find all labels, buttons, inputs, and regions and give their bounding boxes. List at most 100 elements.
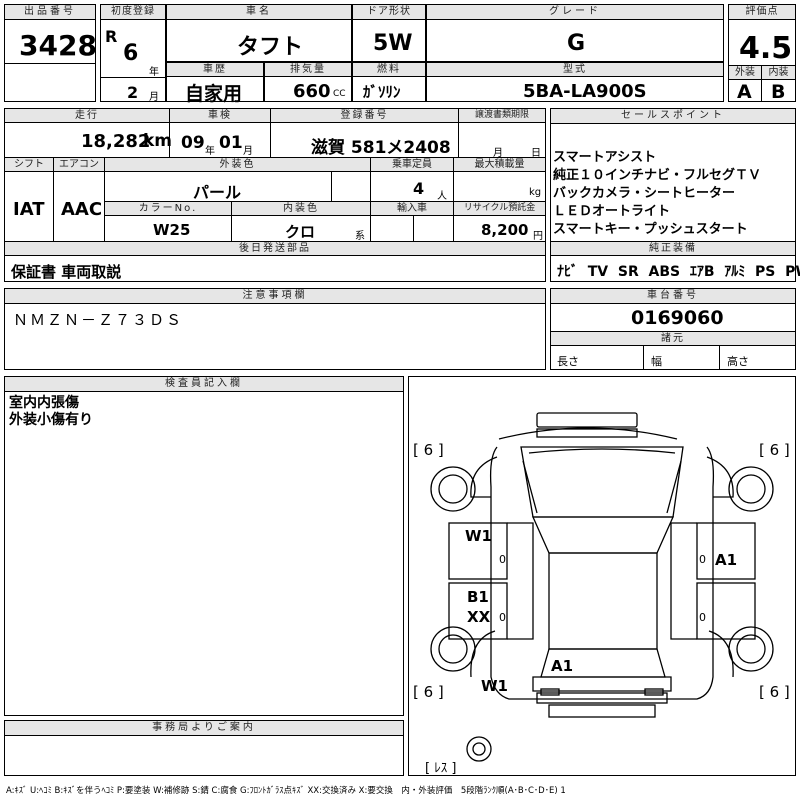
office-label: 事務局よりご案内 — [5, 721, 403, 736]
inspection-year-unit: 年 — [205, 146, 215, 157]
ext-color-label: 外装色 — [104, 157, 371, 172]
spec-label: 諸元 — [550, 331, 796, 346]
score: 4.5 — [739, 31, 793, 66]
displacement-label: 排気量 — [264, 62, 352, 77]
notes-box: 注意事項欄 ＮＭＺＮ－Ｚ７３ＤＳ — [4, 288, 546, 370]
notes-label: 注意事項欄 — [5, 289, 545, 304]
history-box: 車歴 自家用 — [166, 62, 264, 105]
shift-label: シフト — [4, 157, 54, 172]
int-color-unit: 系 — [355, 231, 365, 242]
tyre-front-left: [ 6 ] — [413, 441, 444, 459]
later-parts-label: 後日発送部品 — [4, 241, 546, 256]
width-label: 幅 — [651, 355, 662, 368]
car-name-box: 車名 タフト — [166, 4, 352, 62]
mileage-unit: km — [143, 131, 173, 151]
door-zero: 0 — [499, 611, 506, 624]
spare-tyre: [ ﾚｽ ] — [425, 761, 457, 776]
fuel-box: 燃料 ｶﾞｿﾘﾝ — [352, 62, 426, 102]
inspector-notes: 室内内張傷 外装小傷有り — [9, 395, 93, 429]
damage-mark-w1-rear: W1 — [481, 677, 508, 695]
car-diagram — [430, 412, 774, 762]
height-label: 高さ — [727, 355, 749, 368]
equipment-list: ﾅﾋﾞ TV SR ABS ｴｱB ｱﾙﾐ PS PW — [557, 261, 800, 281]
color-no: W25 — [153, 221, 191, 239]
fuel: ｶﾞｿﾘﾝ — [363, 83, 401, 101]
equipment-item: ﾅﾋﾞ — [557, 264, 578, 280]
capacity-label: 乗車定員 — [370, 157, 454, 172]
equipment-item: ABS — [648, 264, 681, 280]
max-load-label: 最大積載量 — [453, 157, 546, 172]
first-reg-month: 2 — [127, 83, 139, 102]
lot-label: 出品番号 — [5, 5, 95, 20]
tyre-rear-right: [ 6 ] — [759, 683, 790, 701]
lot-box: 出品番号 3428 — [4, 4, 97, 102]
air-conditioner: AAC — [61, 199, 103, 220]
inspector-line: 外装小傷有り — [9, 412, 93, 428]
chassis-box: 車台番号 0169060 諸元 長さ 幅 高さ — [550, 288, 796, 370]
inspector-label: 検査員記入欄 — [5, 377, 403, 392]
first-reg-box: 初度登録 R 6 年 2 月 — [100, 4, 166, 103]
grade: G — [567, 31, 586, 56]
sales-point-line: バックカメラ・シートヒーター — [553, 186, 736, 201]
office-box: 事務局よりご案内 — [4, 720, 404, 776]
inspection-label: 車検 — [169, 108, 271, 123]
grade-box: グレード G — [426, 4, 724, 62]
equipment-label: 純正装備 — [550, 241, 796, 256]
fuel-label: 燃料 — [352, 62, 426, 77]
equipment-item: ｴｱB — [689, 264, 715, 280]
history: 自家用 — [185, 83, 243, 105]
history-label: 車歴 — [166, 62, 264, 77]
damage-mark-w1: W1 — [465, 527, 492, 545]
ac-label: エアコン — [53, 157, 105, 172]
inspection-month-unit: 月 — [243, 146, 253, 157]
model-box: 型式 5BA-LA900S — [426, 62, 724, 102]
first-reg-label: 初度登録 — [101, 5, 165, 20]
inspector-box: 検査員記入欄 室内内張傷 外装小傷有り — [4, 376, 404, 716]
sales-point-list: スマートアシスト 純正１０インチナビ・フルセグＴＶ バックカメラ・シートヒーター… — [553, 149, 761, 239]
ext-label: 外装 — [728, 65, 762, 80]
sales-point-line: 純正１０インチナビ・フルセグＴＶ — [553, 168, 762, 183]
legend: A:ｷｽﾞ U:ﾍｺﾐ B:ｷｽﾞを伴うﾍｺﾐ P:要塗装 W:補修跡 S:錆 … — [6, 786, 566, 796]
transfer-label: 譲渡書類期限 — [458, 108, 546, 123]
month-unit: 月 — [149, 92, 159, 103]
damage-mark-b1-xx: B1 XX — [467, 588, 491, 626]
int-color-label: 内装色 — [231, 201, 371, 216]
sales-point-line: スマートキー・プッシュスタート — [553, 222, 748, 237]
inspection-month: 01 — [219, 133, 243, 153]
tyre-front-right: [ 6 ] — [759, 441, 790, 459]
score-label: 評価点 — [729, 5, 795, 20]
equipment-item: SR — [617, 264, 639, 280]
door-type: 5W — [373, 31, 413, 56]
mileage: 18,282 — [81, 131, 151, 152]
ext-color: パール — [193, 183, 242, 202]
year-unit: 年 — [149, 67, 159, 78]
model-code: 5BA-LA900S — [523, 81, 647, 102]
transfer-month-unit: 月 — [493, 148, 503, 159]
inspection-year: 09 — [181, 133, 205, 153]
recycle-fee: 8,200 — [481, 221, 529, 239]
first-reg-year: 6 — [123, 41, 139, 66]
door-box: ドア形状 5W — [352, 4, 426, 62]
plate-number: 滋賀 581メ2408 — [311, 138, 451, 158]
damage-mark-a1: A1 — [715, 551, 738, 569]
shift: IAT — [13, 199, 45, 220]
int-color: クロ — [285, 223, 316, 241]
inspector-line: 室内内張傷 — [9, 395, 79, 411]
recycle-unit: 円 — [533, 231, 543, 242]
score-box: 評価点 4.5 外装 内装 A B — [728, 4, 796, 103]
later-parts: 保証書 車両取説 — [11, 263, 122, 281]
color-no-label: カラーNo. — [104, 201, 232, 216]
tyre-rear-left: [ 6 ] — [413, 683, 444, 701]
equipment-item: PS — [755, 264, 776, 280]
sales-point-line: スマートアシスト — [553, 150, 657, 165]
sales-point-label: セールスポイント — [551, 109, 795, 124]
lot-number: 3428 — [19, 29, 97, 62]
door-label: ドア形状 — [353, 5, 425, 20]
int-grade: B — [771, 81, 786, 103]
length-label: 長さ — [557, 355, 579, 368]
ext-grade: A — [737, 81, 752, 103]
equipment-item: ｱﾙﾐ — [724, 264, 746, 280]
condition-diagram-box: [ 6 ] [ 6 ] [ 6 ] [ 6 ] [ ﾚｽ ] W1 B1 XX … — [408, 376, 796, 776]
sales-point-box: セールスポイント スマートアシスト 純正１０インチナビ・フルセグＴＶ バックカメ… — [550, 108, 800, 282]
car-name-label: 車名 — [167, 5, 351, 20]
